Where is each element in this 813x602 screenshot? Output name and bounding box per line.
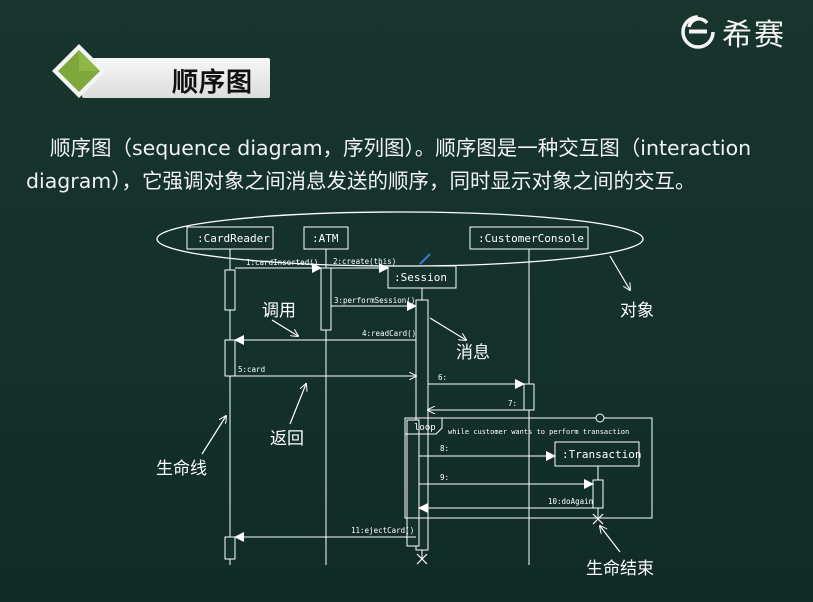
page-title: 顺序图 (172, 68, 254, 98)
message-8-label: 8: (440, 444, 449, 453)
call-pointer (271, 319, 298, 336)
annotation-end-of-life: 生命结束 (586, 559, 654, 579)
annotation-call: 调用 (262, 301, 296, 321)
message-10-label: 10:doAgain (548, 497, 593, 506)
message-9-label: 9: (440, 473, 449, 482)
annotation-pointers (201, 255, 630, 553)
object-session: :Session (387, 265, 457, 289)
message-6-label: 6: (438, 373, 447, 382)
destruction-marks (416, 513, 604, 565)
message-arrows (234, 263, 594, 542)
transaction-destroy-icon (592, 513, 604, 525)
object-cardreader: :CardReader (186, 226, 274, 250)
end-of-life-pointer (600, 526, 621, 553)
message-3-label: 3:performSession() (334, 296, 415, 305)
message-7-label: 7: (508, 399, 517, 408)
brand-name: 希赛 (722, 18, 786, 53)
object-atm-label: :ATM (312, 232, 339, 245)
loop-tag: loop (414, 423, 436, 433)
annotation-message: 消息 (456, 343, 490, 363)
description-paragraph: 顺序图（sequence diagram，序列图）。顺序图是一种交互图（inte… (26, 132, 786, 198)
object-atm: :ATM (303, 226, 349, 250)
annotation-return: 返回 (270, 429, 304, 449)
return-pointer (289, 384, 306, 425)
object-customerconsole: :CustomerConsole (469, 226, 589, 250)
annotation-lifeline: 生命线 (156, 459, 207, 479)
message-2-label: 2:create(this) (333, 257, 396, 266)
message-11-label: 11:ejectCard() (351, 526, 414, 535)
object-transaction-label: :Transaction (562, 448, 641, 461)
message-5-label: 5:card (238, 365, 265, 374)
object-customerconsole-label: :CustomerConsole (478, 232, 584, 245)
loop-frame: loop while customer wants to perform tra… (404, 413, 653, 519)
message-1-label: 1:cardInserted() (246, 258, 318, 267)
annotation-object: 对象 (620, 301, 654, 321)
object-pointer (609, 255, 630, 290)
diamond-icon (52, 44, 106, 98)
description-line-1: 顺序图（sequence diagram，序列图）。顺序图是一种交互图（inte… (50, 136, 752, 160)
title-bar (82, 58, 270, 98)
description-line-2: diagram），它强调对象之间消息发送的顺序，同时显示对象之间的交互。 (26, 169, 696, 193)
message-pointer (429, 317, 466, 340)
circle-e-logo-icon (680, 14, 716, 50)
loop-guard: while customer wants to perform transact… (448, 428, 629, 436)
session-destroy-icon (416, 553, 428, 565)
object-cardreader-label: :CardReader (197, 232, 270, 245)
pen-mark (419, 253, 431, 265)
brand-logo: 希赛 (680, 12, 786, 53)
message-4-label: 4:readCard() (362, 329, 416, 338)
object-transaction: :Transaction (554, 441, 641, 467)
object-session-label: :Session (394, 271, 447, 284)
lifeline-pointer (201, 416, 226, 455)
activation-bars (224, 267, 604, 560)
